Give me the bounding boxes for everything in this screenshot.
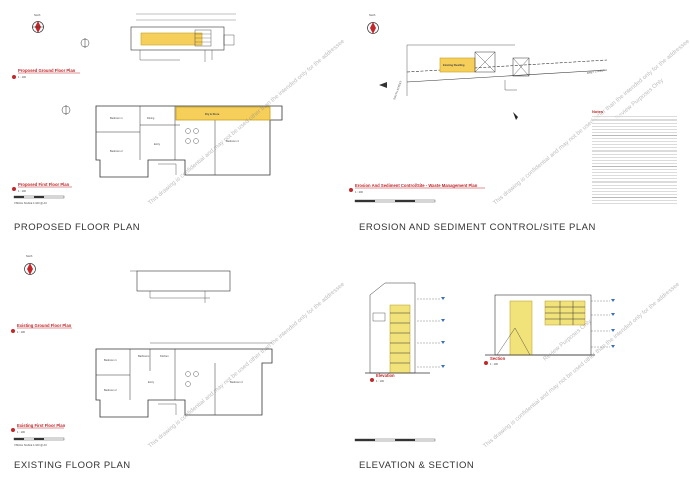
panel-title: ELEVATION & SECTION (359, 460, 475, 471)
room-label-bedroom-1: Bedroom 1 (104, 358, 117, 362)
panel-title: PROPOSED FLOOR PLAN (14, 222, 141, 233)
section-scale: 1 : 100 (490, 362, 498, 366)
visual-scale: VISUAL SCALE 1:100 @ A3 (14, 201, 47, 205)
ground-floor-label: Proposed Ground Floor Plan (18, 68, 76, 73)
plan-marker-icon (349, 188, 353, 192)
panel-title: EXISTING FLOOR PLAN (14, 460, 131, 471)
room-label-bedroom-3: Bedroom 3 (230, 380, 243, 384)
notes-title: Notes (592, 109, 604, 114)
site-boundary (406, 44, 608, 96)
room-label-kitchen: Kitchen (160, 354, 169, 358)
level-marker-icon (441, 297, 445, 368)
north-label: North (26, 254, 33, 258)
panel-existing-floor-plan: North Existing Ground Floor Plan 1 : 100… (0, 243, 345, 486)
scale-bar (13, 437, 65, 441)
notes-text-lines (592, 115, 677, 206)
compass-icon (61, 105, 71, 115)
room-label-bathroom: Bathroom (138, 354, 149, 358)
visual-scale: VISUAL SCALE 1:100 @ A3 (14, 443, 47, 447)
watermark: This drawing is confidential and may not… (147, 281, 345, 449)
first-scale: 1 : 100 (17, 430, 25, 434)
plan-marker-icon (11, 329, 15, 333)
scale-bar (13, 195, 65, 199)
section-drawing (485, 294, 610, 356)
site-scale: 1 : 200 (355, 190, 363, 194)
arrow-icon (379, 82, 387, 88)
proposed-first-plan (95, 105, 283, 178)
north-arrow-icon (24, 263, 36, 275)
room-label-bedroom-4: Bedroom 4 (226, 139, 239, 143)
road-label: SOUTH STREET (392, 80, 403, 101)
elevation-label: Elevation (376, 373, 395, 378)
panel-title: EROSION AND SEDIMENT CONTROL/SITE PLAN (359, 222, 596, 233)
plan-marker-icon (11, 428, 15, 432)
first-floor-label: Proposed First Floor Plan (18, 182, 70, 187)
site-plan-label: Erosion And Sediment Control/Site - Wast… (355, 183, 478, 188)
existing-ground-plan (130, 270, 231, 303)
section-label: Section (490, 356, 506, 361)
plan-marker-icon (484, 361, 488, 365)
room-label-bedroom-2: Bedroom 2 (104, 388, 117, 392)
proposed-ground-plan (130, 13, 236, 62)
proposed-floor-plan-drawing: North Proposed Ground Floor Plan 1 : 100 (12, 13, 345, 207)
existing-floor-plan-drawing: North Existing Ground Floor Plan 1 : 100… (11, 254, 345, 450)
watermark-review: Review Purposes Only (542, 319, 592, 363)
elevation-scale: 1 : 100 (376, 379, 384, 383)
new-room-label: Dry & Store (205, 112, 220, 116)
scale-bar (354, 199, 436, 203)
street-label: GREY STREET (586, 68, 605, 75)
north-label: North (369, 13, 376, 17)
elevation-drawing (365, 282, 440, 374)
room-label-entry: Entry (154, 142, 161, 146)
room-label-dining: Dining (147, 116, 155, 120)
dwelling-label: Existing Dwelling (443, 63, 465, 67)
room-label-entry: Entry (148, 380, 155, 384)
panel-proposed-floor-plan: North Proposed Ground Floor Plan 1 : 100 (0, 0, 345, 243)
watermark: This drawing is confidential and may not… (147, 38, 345, 206)
existing-first-plan (95, 342, 273, 418)
north-arrow-icon (32, 21, 44, 33)
panel-erosion-site-plan: North Existing Dwelling SOUTH STREET GRE… (345, 0, 690, 243)
ground-scale: 1 : 100 (18, 75, 26, 79)
ground-scale: 1 : 100 (17, 330, 25, 334)
notes-block: Notes (592, 109, 677, 206)
north-arrow-icon (367, 22, 379, 34)
plan-marker-icon (12, 187, 16, 191)
first-scale: 1 : 100 (18, 189, 26, 193)
room-label-bedroom-2: Bedroom 2 (110, 149, 123, 153)
cursor-icon (513, 112, 518, 120)
compass-icon (80, 38, 90, 48)
first-floor-label: Existing First Floor Plan (17, 423, 66, 428)
level-marker-icon (611, 299, 615, 348)
elevation-section-drawing: Elevation 1 : 100 Section 1 : 100 (354, 281, 681, 450)
ground-floor-label: Existing Ground Floor Plan (17, 323, 72, 328)
north-label: North (34, 13, 41, 17)
scale-bar (354, 438, 436, 442)
panel-elevation-section: Elevation 1 : 100 Section 1 : 100 (345, 243, 690, 486)
plan-marker-icon (12, 75, 16, 79)
room-label-bedroom-1: Bedroom 1 (110, 116, 123, 120)
plan-marker-icon (370, 378, 374, 382)
